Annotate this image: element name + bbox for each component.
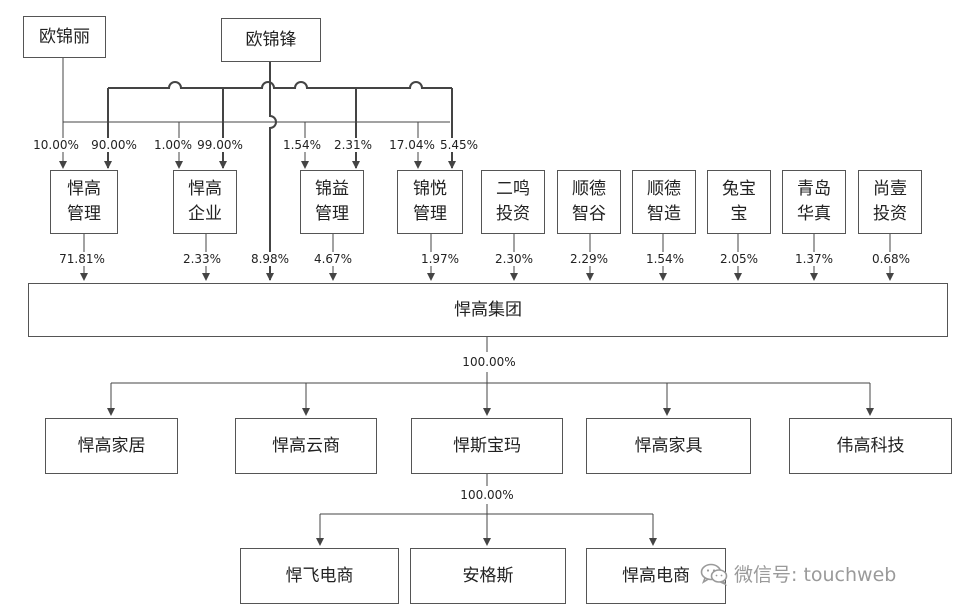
- pct-zhigu-group: 2.29%: [568, 252, 610, 266]
- pct-ouli-qiye: 1.00%: [152, 138, 194, 152]
- box-shangyi-touzi: 尚壹 投资: [858, 170, 922, 234]
- pct-zhizao-group: 1.54%: [644, 252, 686, 266]
- wechat-icon: [700, 562, 728, 586]
- pct-ermin-group: 2.30%: [493, 252, 535, 266]
- box-hansi-baoma: 悍斯宝玛: [411, 418, 563, 474]
- pct-oufeng-guanli: 90.00%: [90, 138, 138, 152]
- box-jinyi-guanli: 锦益 管理: [300, 170, 364, 234]
- pct-oufeng-group: 8.98%: [249, 252, 291, 266]
- box-ou-jinli: 欧锦丽: [23, 16, 106, 58]
- box-shunde-zhigu: 顺德 智谷: [557, 170, 621, 234]
- pct-hansi-subs: 100.00%: [459, 488, 515, 502]
- box-hangao-yunshang: 悍高云商: [235, 418, 377, 474]
- box-weigao-keji: 伟高科技: [789, 418, 952, 474]
- box-ou-jinfeng: 欧锦锋: [221, 18, 321, 62]
- box-hanfei-dianshang: 悍飞电商: [240, 548, 399, 604]
- pct-group-subs: 100.00%: [461, 355, 517, 369]
- pct-ouli-guanli: 10.00%: [32, 138, 80, 152]
- box-hangao-dianshang: 悍高电商: [586, 548, 726, 604]
- pct-qiye-group: 2.33%: [181, 252, 223, 266]
- pct-tubaobao-group: 2.05%: [718, 252, 760, 266]
- box-ermin-touzi: 二鸣 投资: [481, 170, 545, 234]
- pct-ouli-jinyi: 1.54%: [281, 138, 323, 152]
- pct-oufeng-qiye: 99.00%: [196, 138, 244, 152]
- box-qingdao-huazhen: 青岛 华真: [782, 170, 846, 234]
- box-hangao-jiaju: 悍高家居: [45, 418, 178, 474]
- box-angesi: 安格斯: [410, 548, 566, 604]
- pct-oufeng-jinyue: 5.45%: [438, 138, 480, 152]
- oufeng-connectors: [104, 60, 456, 281]
- box-shunde-zhizao: 顺德 智造: [632, 170, 696, 234]
- pct-qingdao-group: 1.37%: [793, 252, 835, 266]
- pct-jinyue-group: 1.97%: [419, 252, 461, 266]
- wechat-watermark: 微信号: touchweb: [700, 560, 896, 587]
- box-jinyue-guanli: 锦悦 管理: [397, 170, 463, 234]
- box-tubaobao: 兔宝 宝: [707, 170, 771, 234]
- group-to-subsidiary-connectors: [107, 337, 874, 416]
- pct-guanli-group: 71.81%: [58, 252, 106, 266]
- box-hangao-jiaju2: 悍高家具: [586, 418, 751, 474]
- pct-jinyi-group: 4.67%: [312, 252, 354, 266]
- hansi-to-subsidiary-connectors: [316, 474, 657, 546]
- pct-ouli-jinyue: 17.04%: [388, 138, 436, 152]
- box-hangao-jituan: 悍高集团: [28, 283, 948, 337]
- pct-oufeng-jinyi: 2.31%: [332, 138, 374, 152]
- box-hangao-qiye: 悍高 企业: [173, 170, 237, 234]
- box-hangao-guanli: 悍高 管理: [50, 170, 118, 234]
- watermark-text: 微信号: touchweb: [734, 564, 897, 586]
- pct-shangyi-group: 0.68%: [870, 252, 912, 266]
